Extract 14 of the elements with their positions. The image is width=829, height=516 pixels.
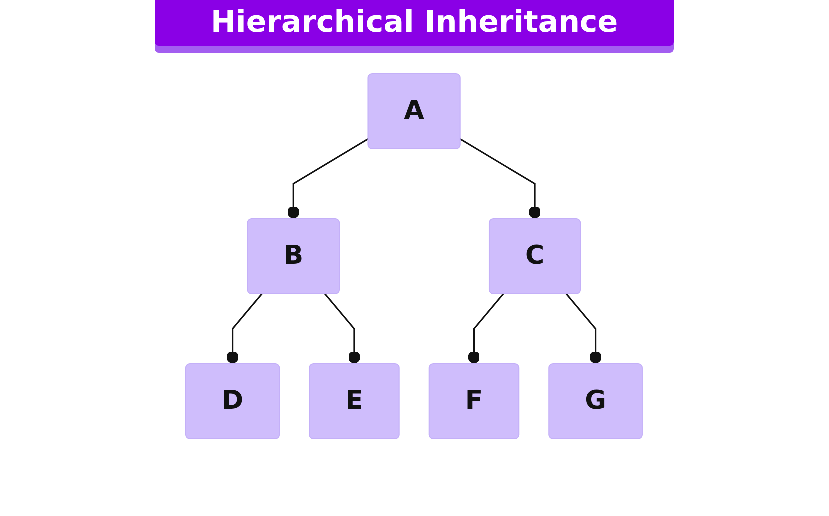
- node-box: B: [248, 218, 340, 294]
- node-box: D: [186, 364, 280, 440]
- connector: [566, 293, 602, 364]
- connector: [288, 138, 369, 219]
- connector: [468, 293, 504, 364]
- node-box: C: [489, 218, 582, 294]
- connector: [324, 293, 361, 364]
- node-box: G: [548, 364, 644, 440]
- connector: [227, 293, 264, 364]
- title-banner: Hierarchical Inheritance: [154, 0, 674, 46]
- connector: [460, 138, 542, 219]
- node-box: E: [309, 364, 400, 440]
- node-box: F: [429, 364, 520, 440]
- node-box: A: [368, 74, 462, 150]
